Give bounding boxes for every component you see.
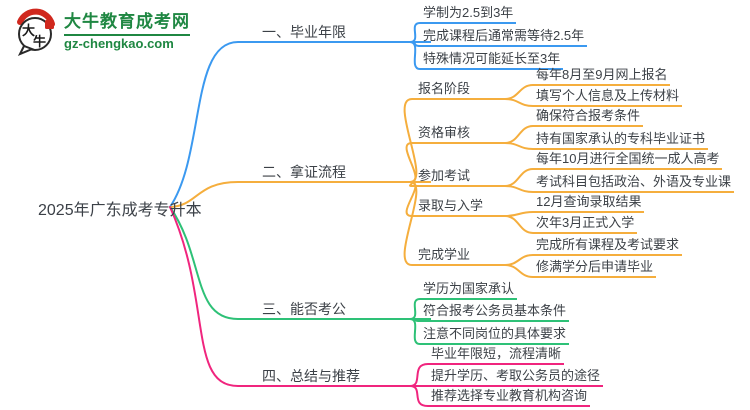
branch-2-subtopic[interactable]: 参加考试 — [412, 168, 505, 187]
branch-2-label[interactable]: 二、拿证流程 — [238, 164, 431, 183]
branch2-connectors — [169, 84, 534, 278]
branch-4-label[interactable]: 四、总结与推荐 — [238, 368, 431, 387]
branch-2-subtopic[interactable]: 完成学业 — [412, 247, 505, 266]
branch-1-leaf[interactable]: 完成课程后通常需等待2.5年 — [420, 28, 588, 47]
branch-3-leaf[interactable]: 注意不同岗位的具体要求 — [420, 326, 570, 345]
branch-2-leaf[interactable]: 考试科目包括政治、外语及专业课 — [533, 174, 735, 193]
branch-4-leaf[interactable]: 提升学历、考取公务员的途径 — [428, 368, 604, 387]
branch-3-label[interactable]: 三、能否考公 — [238, 301, 431, 320]
branch-2-leaf[interactable]: 次年3月正式入学 — [533, 215, 638, 234]
branch-2-leaf[interactable]: 修满学分后申请毕业 — [533, 259, 657, 278]
branch-2-leaf[interactable]: 完成所有课程及考试要求 — [533, 237, 683, 256]
branch-4-leaf[interactable]: 推荐选择专业教育机构咨询 — [428, 388, 591, 407]
branch-2-subtopic[interactable]: 报名阶段 — [412, 81, 505, 100]
branch-2-subtopic[interactable]: 录取与入学 — [412, 198, 505, 217]
branch-2-leaf[interactable]: 每年10月进行全国统一成人高考 — [533, 151, 723, 170]
branch-3-leaf[interactable]: 符合报考公务员基本条件 — [420, 303, 570, 322]
logo-bubble-icon: 大 牛 — [12, 8, 60, 56]
branch-2-leaf[interactable]: 每年8月至9月网上报名 — [533, 67, 671, 86]
branch-2-leaf[interactable]: 填写个人信息及上传材料 — [533, 88, 683, 107]
logo-site-name: 大牛教育成考网 — [64, 12, 190, 31]
branch-2-subtopic[interactable]: 资格审核 — [412, 125, 505, 144]
branch-2-leaf[interactable]: 12月查询录取结果 — [533, 194, 645, 213]
branch-3-leaf[interactable]: 学历为国家承认 — [420, 281, 518, 300]
branch-1-leaf[interactable]: 学制为2.5到3年 — [420, 5, 517, 24]
branch3-connectors — [169, 206, 421, 345]
branch-4-leaf[interactable]: 毕业年限短，流程清晰 — [428, 346, 565, 365]
branch-2-leaf[interactable]: 持有国家承认的专科毕业证书 — [533, 131, 709, 150]
branch-1-label[interactable]: 一、毕业年限 — [238, 24, 431, 43]
central-topic[interactable]: 2025年广东成考专升本 — [38, 202, 202, 219]
svg-text:牛: 牛 — [33, 34, 46, 50]
branch-2-leaf[interactable]: 确保符合报考条件 — [533, 108, 644, 127]
branch-1-leaf[interactable]: 特殊情况可能延长至3年 — [420, 51, 564, 70]
site-logo: 大 牛 大牛教育成考网 gz-chengkao.com — [12, 8, 190, 56]
svg-text:大: 大 — [22, 23, 35, 39]
logo-site-url: gz-chengkao.com — [64, 34, 190, 52]
